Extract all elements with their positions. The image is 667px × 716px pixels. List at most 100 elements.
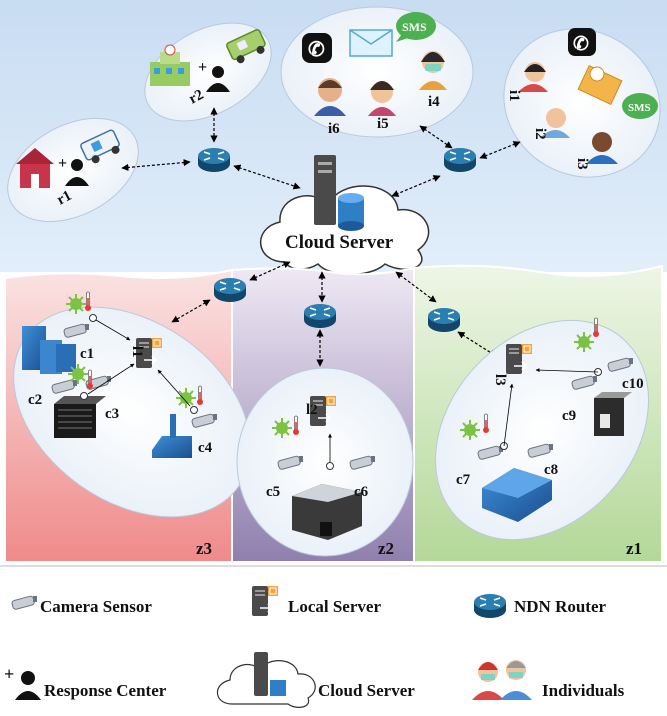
svg-text:+: + [4,664,14,684]
sms-icon: SMS [622,93,658,119]
c6-label: c6 [354,484,369,500]
individuals-group-top: ✆ SMS i6 i5 i4 [280,6,474,138]
c5-label: c5 [266,484,280,500]
sms-label: SMS [628,102,651,114]
camera-icon [10,595,38,611]
ndn-router-icon [427,307,461,333]
link-i456-router [419,125,453,149]
email-icon [577,64,623,106]
z2-ellipse [236,367,414,557]
database-icon [270,680,286,696]
c10-label: c10 [622,376,644,392]
zone-z1-cluster: l3 c10 c9 c7 c8 z1 [435,317,649,558]
z1-label: z1 [626,539,642,558]
hospital-icon [16,148,54,188]
svg-text:✆: ✆ [573,34,589,55]
link-r1-router [121,158,191,172]
c3-label: c3 [105,406,119,422]
i6-label: i6 [328,121,340,137]
c1-label: c1 [80,346,94,362]
ndn-router-icon [197,147,231,173]
person-i6-icon [314,78,346,116]
virus-icon [65,293,87,315]
server-icon [254,652,268,696]
ndn-router-icon [213,277,247,303]
building-c7-c8-icon [482,468,552,522]
virus-icon [573,331,595,353]
ambulance-icon [80,129,120,164]
ndn-router-icon [473,593,507,619]
c7-label: c7 [456,472,471,488]
link-c4-l1 [157,369,191,407]
sms-label: SMS [402,20,427,34]
l1-label: l1 [129,346,145,358]
legend-local-server-label: Local Server [288,597,381,616]
virus-icon [175,387,197,409]
sensor-node [80,392,88,400]
response-center-r1-group: + r1 [7,117,139,223]
link-i123-router [479,141,521,159]
r2-label: r2 [186,87,206,108]
individuals-group-right: ✆ SMS i1 i2 i3 [503,28,661,178]
sms-icon: SMS [396,12,436,42]
email-icon [349,29,393,57]
cloud-server-label: Cloud Server [285,232,394,253]
ndn-router-icon [303,303,337,329]
link-router-cloud-right [391,175,441,197]
link-router-l1 [171,299,211,323]
legend-individuals: Individuals [472,660,625,700]
link-c1-l1 [95,319,131,341]
svg-text:✆: ✆ [308,39,325,61]
link-c9c10-l3 [535,368,599,373]
legend-ndn-router-label: NDN Router [514,597,607,616]
phone-icon: ✆ [302,33,332,63]
person-i3-icon [586,132,618,164]
local-server-icon [251,585,279,617]
legend-local-server: Local Server [251,585,381,617]
virus-icon [459,419,481,441]
svg-text:+: + [198,59,207,76]
cloud-server: Cloud Server [260,155,430,276]
i5-label: i5 [377,116,389,132]
virus-icon [271,417,293,439]
legend: Camera Sensor Local Server NDN Router + … [0,565,667,708]
ambulance-icon [226,29,266,64]
individuals-icon [472,660,532,700]
legend-individuals-label: Individuals [542,681,625,700]
factory-c4-icon [152,414,192,458]
response-person-icon: + [198,59,230,92]
link-router-l3 [457,331,497,357]
server-icon [314,155,336,225]
z3-label: z3 [196,539,212,558]
response-person-icon: + [58,155,89,186]
sensor-node [326,462,334,470]
response-person-icon: + [4,664,41,700]
legend-camera-sensor: Camera Sensor [10,595,152,616]
l2-label: l2 [306,402,318,418]
svg-text:+: + [58,155,67,172]
i4-label: i4 [428,94,440,110]
sensor-node [190,406,198,414]
building-c3-icon [54,396,106,438]
z2-label: z2 [378,539,394,558]
legend-response-center-label: Response Center [44,681,167,700]
legend-cloud-server: Cloud Server [216,652,415,708]
clinic-icon [150,44,190,86]
virus-icon [67,363,89,385]
l3-label: l3 [492,374,508,386]
person-i1-icon [518,62,548,92]
zone-z2-cluster: l2 c5 c6 z2 [236,367,414,558]
legend-ndn-router: NDN Router [473,593,607,619]
i3-label: i3 [574,158,590,170]
link-cloud-router-z3 [249,261,291,281]
c2-label: c2 [28,392,42,408]
legend-cloud-server-label: Cloud Server [318,681,415,700]
top-links [121,107,521,197]
building-c10-icon [594,392,632,436]
link-c3-l1 [87,363,135,395]
building-c1-icon [22,326,76,374]
c4-label: c4 [198,440,213,456]
i2-label: i2 [532,128,548,140]
zone-z3-cluster: l1 c1 c2 c3 c4 z3 [13,291,251,558]
